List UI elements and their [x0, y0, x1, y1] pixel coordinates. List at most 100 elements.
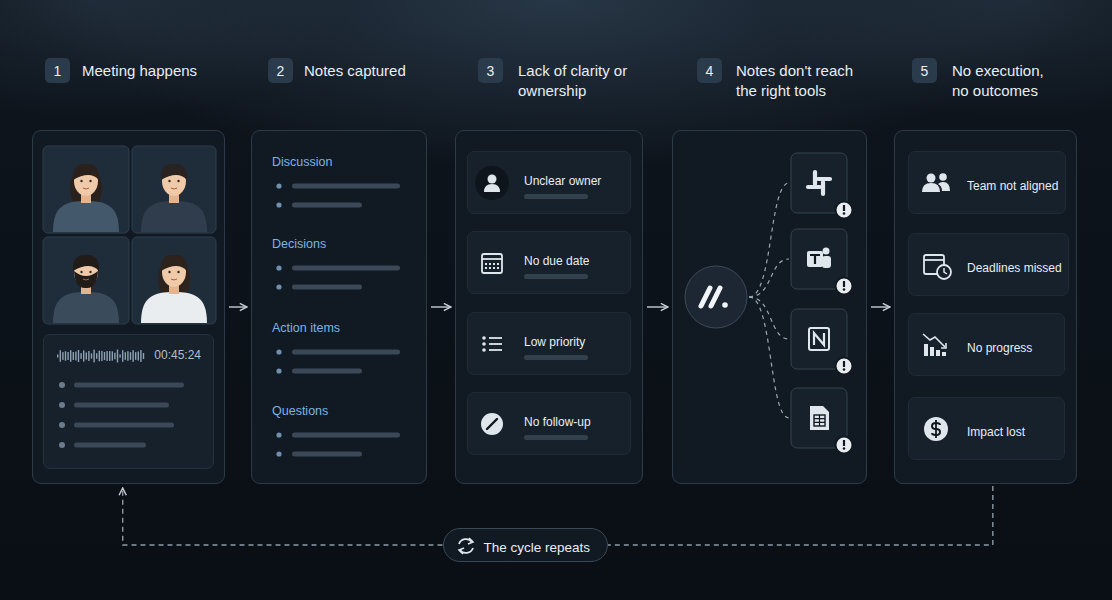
waveform-bar — [75, 352, 76, 361]
team-icon — [927, 174, 936, 183]
text-slot: Notes don't reach the right tools — [736, 61, 874, 101]
shirt — [141, 292, 207, 323]
hair — [161, 255, 187, 271]
bullet-dot — [59, 402, 65, 408]
video-tile — [132, 237, 216, 324]
eye — [168, 180, 170, 182]
notion-icon — [814, 333, 824, 345]
placeholder-line — [292, 433, 400, 438]
placeholder-line — [74, 383, 184, 388]
bullet-dot — [276, 349, 281, 354]
hair — [73, 164, 99, 180]
text-slot: Action items — [272, 321, 340, 336]
text-slot: Notes captured — [304, 61, 454, 81]
waveform-bar — [119, 354, 120, 357]
trend-head — [941, 343, 946, 348]
placeholder-line — [524, 435, 588, 440]
outcome-card: Deadlines missed — [908, 233, 1069, 296]
text-slot: Low priority — [524, 332, 585, 350]
issue-card: Low priority — [467, 312, 631, 375]
icon-ground — [475, 166, 509, 200]
waveform-bar — [114, 353, 115, 360]
text-slot: Meeting happens — [82, 61, 282, 81]
list-icon — [489, 349, 502, 351]
cycle-connector — [123, 488, 443, 545]
video-tile-ground — [132, 237, 216, 324]
warning-badge — [836, 437, 853, 454]
text-slot: Impact lost — [967, 422, 1025, 440]
warning-mark — [843, 212, 846, 215]
dollar-icon — [935, 420, 937, 438]
bullet-dot — [59, 382, 65, 388]
trend-line — [923, 334, 945, 347]
bullet-dot — [59, 442, 65, 448]
placeholder-line — [292, 350, 400, 355]
cycle-label: The cycle repeats — [484, 540, 591, 556]
warning-mark — [843, 447, 846, 450]
step-number: 5 — [921, 63, 929, 79]
placeholder-line — [292, 203, 362, 208]
sheet-grid — [814, 415, 825, 426]
step-number: 3 — [487, 63, 495, 79]
step-number: 2 — [268, 58, 293, 83]
sheets-icon — [810, 406, 829, 430]
slash-icon — [481, 413, 503, 435]
waveform-bar — [93, 350, 94, 363]
card-label: No due date — [524, 254, 589, 269]
warning-badge — [836, 202, 853, 219]
step-number: 1 — [45, 58, 70, 83]
flow-arrow — [229, 306, 247, 307]
text-slot: Unclear owner — [524, 171, 601, 189]
placeholder-line — [74, 443, 146, 448]
step-number: 2 — [277, 63, 285, 79]
text-slot: 00:45:24 — [154, 348, 201, 363]
list-icon — [482, 336, 486, 340]
text-slot: The cycle repeats — [484, 538, 591, 556]
waveform-bar — [117, 350, 118, 363]
calendar-dot — [485, 267, 487, 269]
card-icon — [482, 254, 502, 273]
calendar-dot — [489, 267, 491, 269]
teams-icon — [823, 248, 830, 255]
dashed-link — [749, 297, 789, 339]
notes-section-heading: Questions — [272, 404, 328, 419]
waveform-bar — [106, 351, 107, 361]
step-panel: No execution, no outcomesTeam not aligne… — [894, 130, 1077, 484]
bullet-dot — [276, 265, 281, 270]
card-icon — [924, 255, 951, 279]
step-title: Notes don't reach the right tools — [736, 61, 874, 101]
bullet-dot — [276, 368, 281, 373]
text-slot: 1 — [45, 58, 70, 83]
list-icon — [482, 342, 486, 346]
teams-icon — [810, 255, 820, 264]
waveform-bar — [91, 353, 92, 358]
slash-icon — [487, 419, 497, 429]
waveform-bar — [99, 351, 100, 362]
warning-mark — [843, 281, 845, 287]
placeholder-line — [524, 355, 588, 360]
dollar-icon — [924, 417, 948, 441]
chart-bar — [924, 344, 928, 356]
card-icon — [475, 166, 509, 200]
teams-icon — [807, 248, 831, 269]
notes-section-heading: Action items — [272, 321, 340, 336]
card-label: No progress — [967, 341, 1032, 356]
text-slot: 2 — [268, 58, 293, 83]
waveform-bar — [88, 351, 89, 361]
text-slot: 4 — [697, 58, 722, 83]
placeholder-line — [292, 266, 400, 271]
warning-badge — [836, 358, 853, 375]
notion-icon — [809, 328, 829, 350]
placeholder-line — [524, 194, 588, 199]
chart-bar — [936, 350, 940, 356]
text-slot: Questions — [272, 404, 328, 419]
shirt — [53, 292, 119, 323]
step-title: Meeting happens — [82, 61, 282, 81]
step-number: 3 — [478, 58, 503, 83]
video-tile — [43, 146, 129, 233]
bullet-dot — [59, 422, 65, 428]
list-icon — [489, 337, 502, 339]
text-slot: Discussion — [272, 155, 332, 170]
card-label: No follow-up — [524, 415, 591, 430]
slack-icon — [808, 172, 830, 194]
